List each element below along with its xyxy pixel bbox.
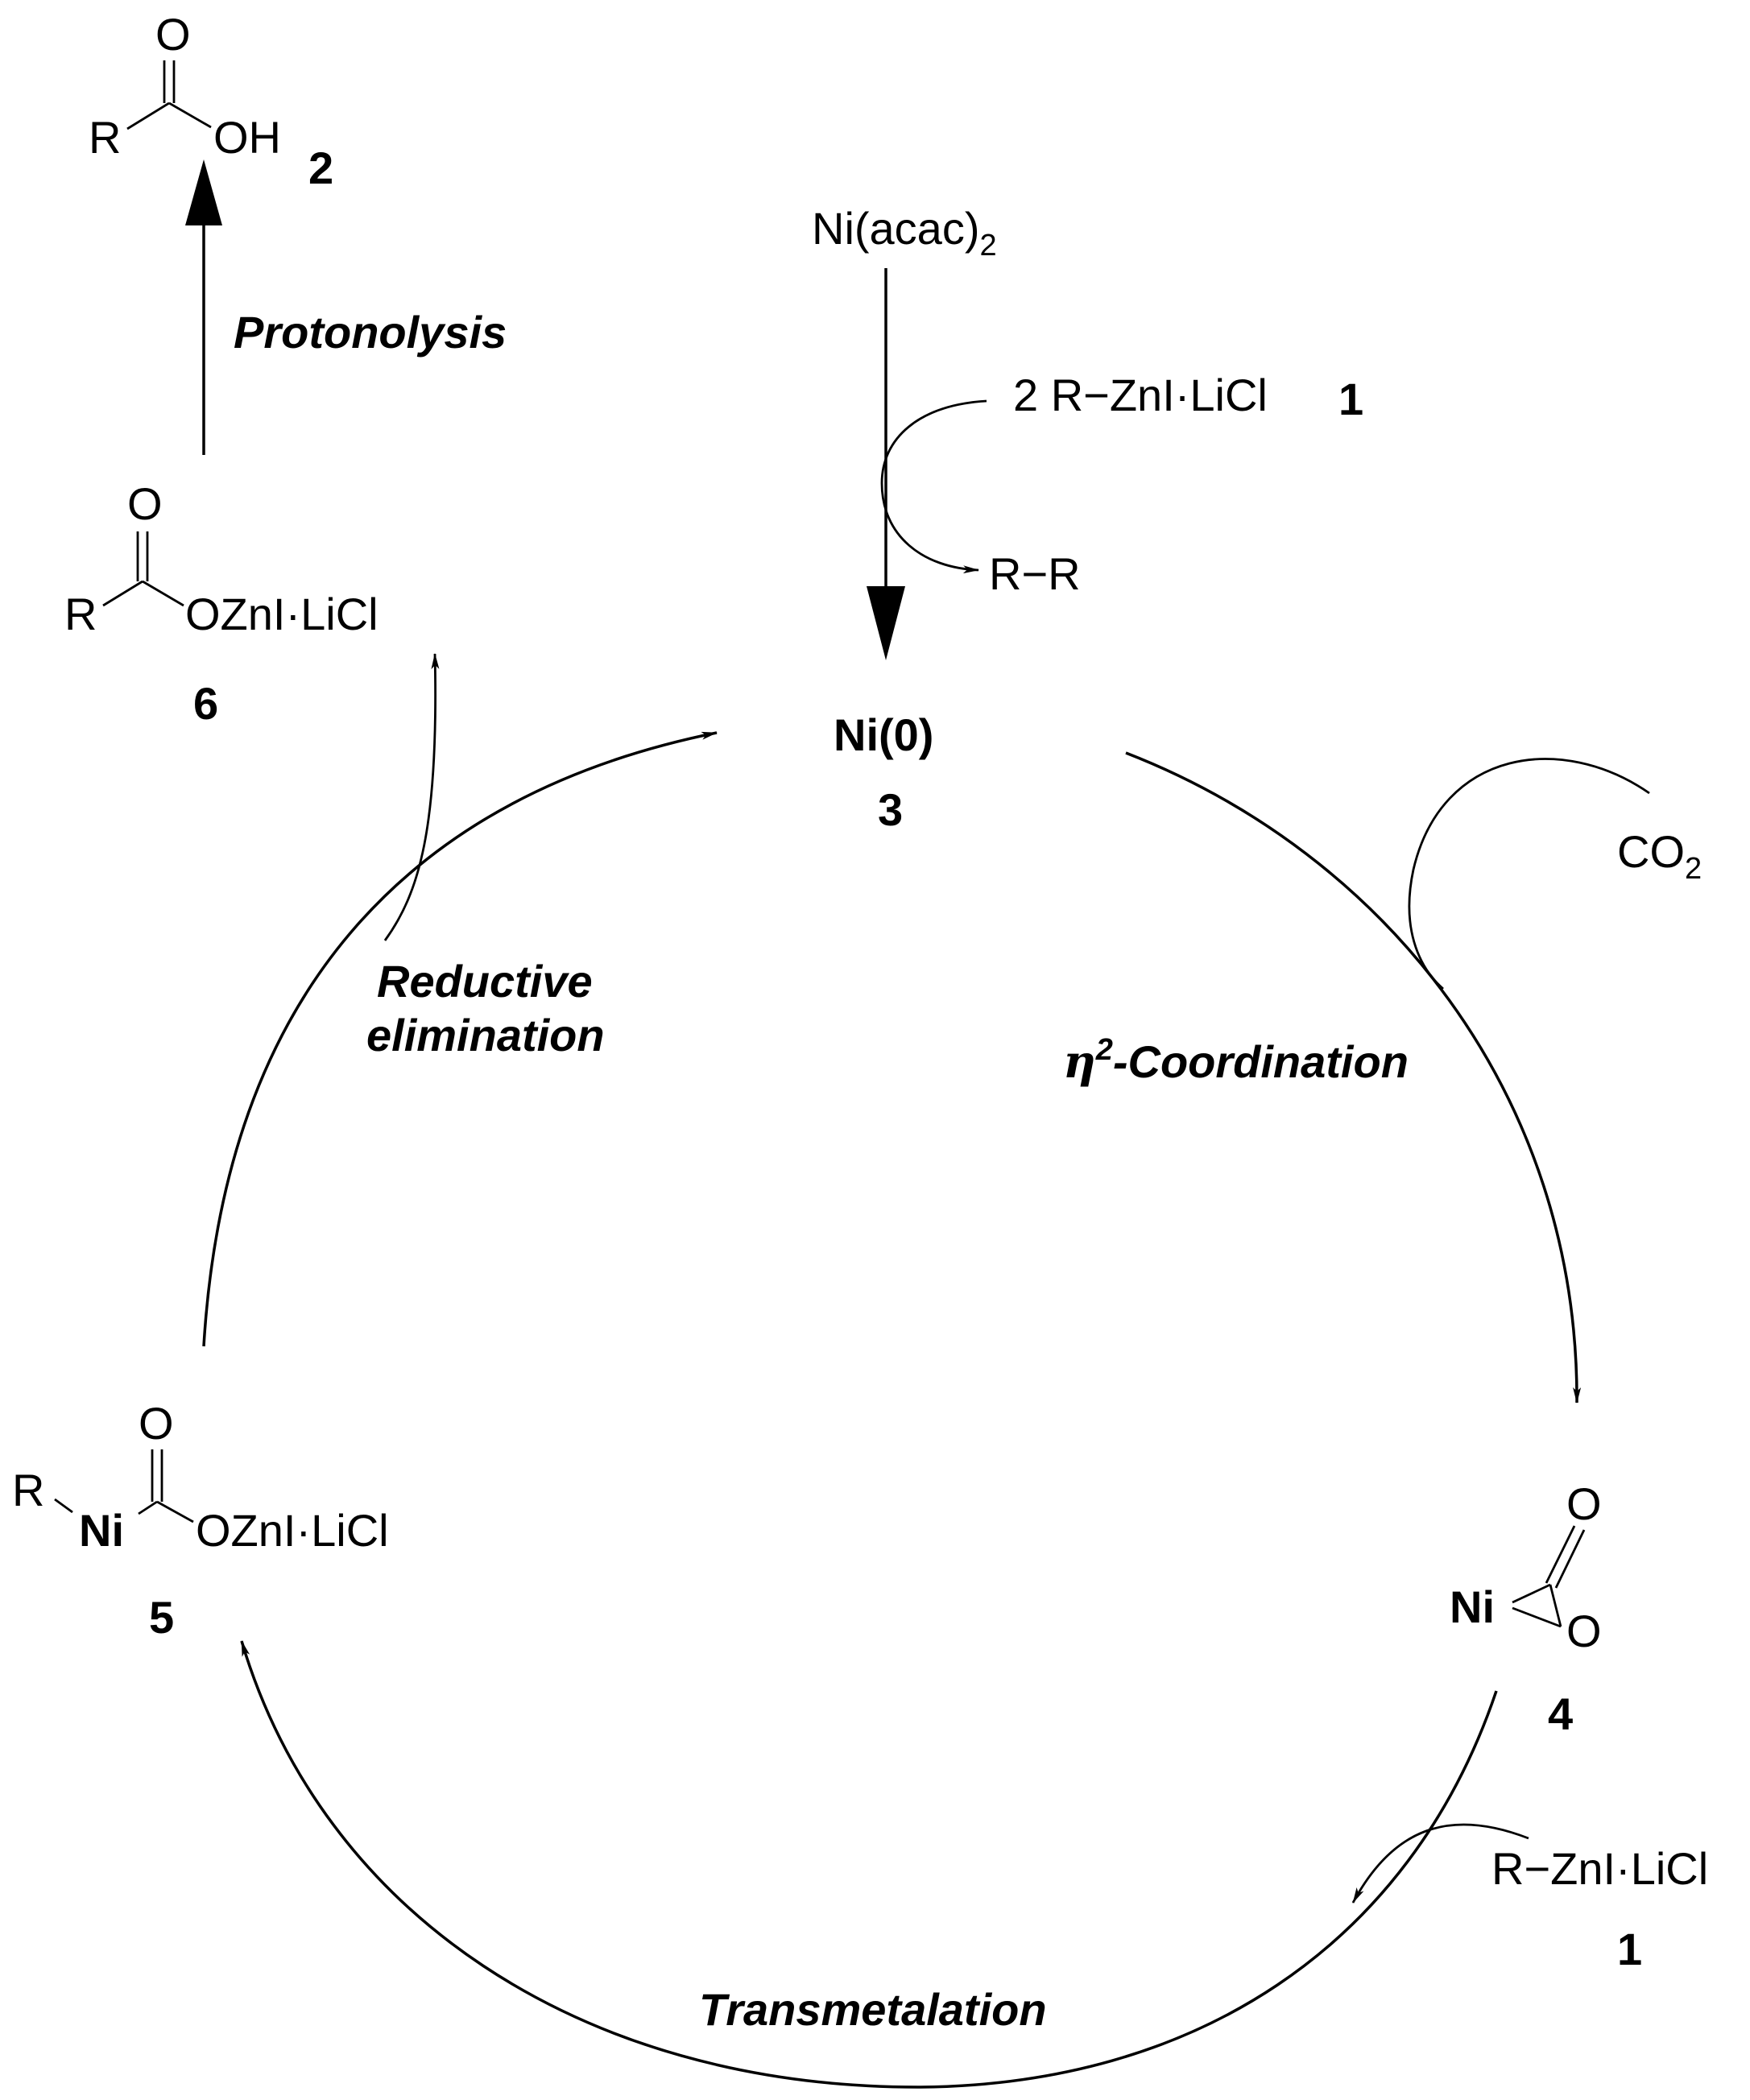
coordination-step-label: η2-Coordination [1063,1033,1409,1089]
catalyst-number: 3 [878,784,903,835]
cycle-arc-transmetalation [240,1640,1498,2089]
c-o-single-bond [1549,1584,1562,1627]
co2-label: CO2 [1617,826,1702,886]
intermediate-4-number: 4 [1548,1689,1573,1739]
product-2-number: 2 [308,143,333,193]
intermediate-6-number: 6 [193,678,218,729]
reagent-top-number: 1 [1338,374,1363,424]
r-ni-bond [54,1498,73,1514]
intermediate-6-r: R [64,589,97,639]
intermediate-4-o-bottom: O [1566,1606,1602,1656]
intermediate-5-tail: OZnI·LiCl [196,1505,389,1556]
intermediate-6-tail: OZnI·LiCl [185,589,379,639]
intermediate-5-number: 5 [149,1592,174,1643]
product-2-oh: OH [213,112,281,163]
ni-o-bond [1512,1606,1562,1628]
product-2-o: O [155,9,191,60]
reductive-elimination-exit-arc [383,653,440,941]
cycle-arc-coordination [1125,751,1582,1403]
intermediate-6: R O OZnI·LiCl 6 [64,478,379,729]
c-o-double-bond-a [1545,1525,1576,1584]
c-o-bond-6 [142,580,184,607]
c-o-bond-5 [156,1500,194,1523]
reagent-bottom-label: R−ZnI·LiCl [1491,1843,1708,1894]
r-c-bond-6 [102,580,143,607]
protonolysis-step-label: Protonolysis [234,307,507,358]
cycle-arc-reductive-elimination [202,731,718,1347]
intermediate-5: R Ni O OZnI·LiCl 5 [12,1398,389,1643]
reductive-step-label-line1: Reductive [377,956,593,1007]
ni-c-bond-5 [138,1500,158,1515]
byproduct-label: R−R [989,548,1081,599]
reagent-top-label: 2 R−ZnI·LiCl [1013,370,1268,420]
intermediate-4-ni: Ni [1450,1581,1495,1632]
intermediate-4-o-top: O [1566,1478,1602,1529]
reagent-bottom-number: 1 [1617,1924,1642,1974]
catalyst-label: Ni(0) [834,709,933,760]
precatalyst-label: Ni(acac)2 [812,203,997,262]
intermediate-5-ni: Ni [79,1505,124,1556]
c-o-double-bond-b [1554,1529,1586,1589]
protonolysis-arrow-head [185,159,222,225]
intermediate-5-o: O [139,1398,174,1449]
product-2: R O OH 2 [89,9,333,193]
co2-incoming-arc [1408,758,1650,990]
product-2-r: R [89,112,121,163]
intermediate-4: Ni O O 4 [1450,1478,1602,1739]
ni-c-bond [1512,1583,1551,1604]
reagent-consumption-arrow [880,399,987,574]
intermediate-5-r: R [12,1465,44,1515]
r-c-bond-2 [126,101,170,130]
transmetalation-incoming-arc [1351,1823,1529,1904]
intermediate-6-o: O [127,478,163,529]
c-oh-bond-2 [168,101,212,129]
activation-arrow-head [867,586,905,660]
reductive-step-label-line2: elimination [366,1010,605,1060]
transmetalation-step-label: Transmetalation [699,1984,1047,2035]
